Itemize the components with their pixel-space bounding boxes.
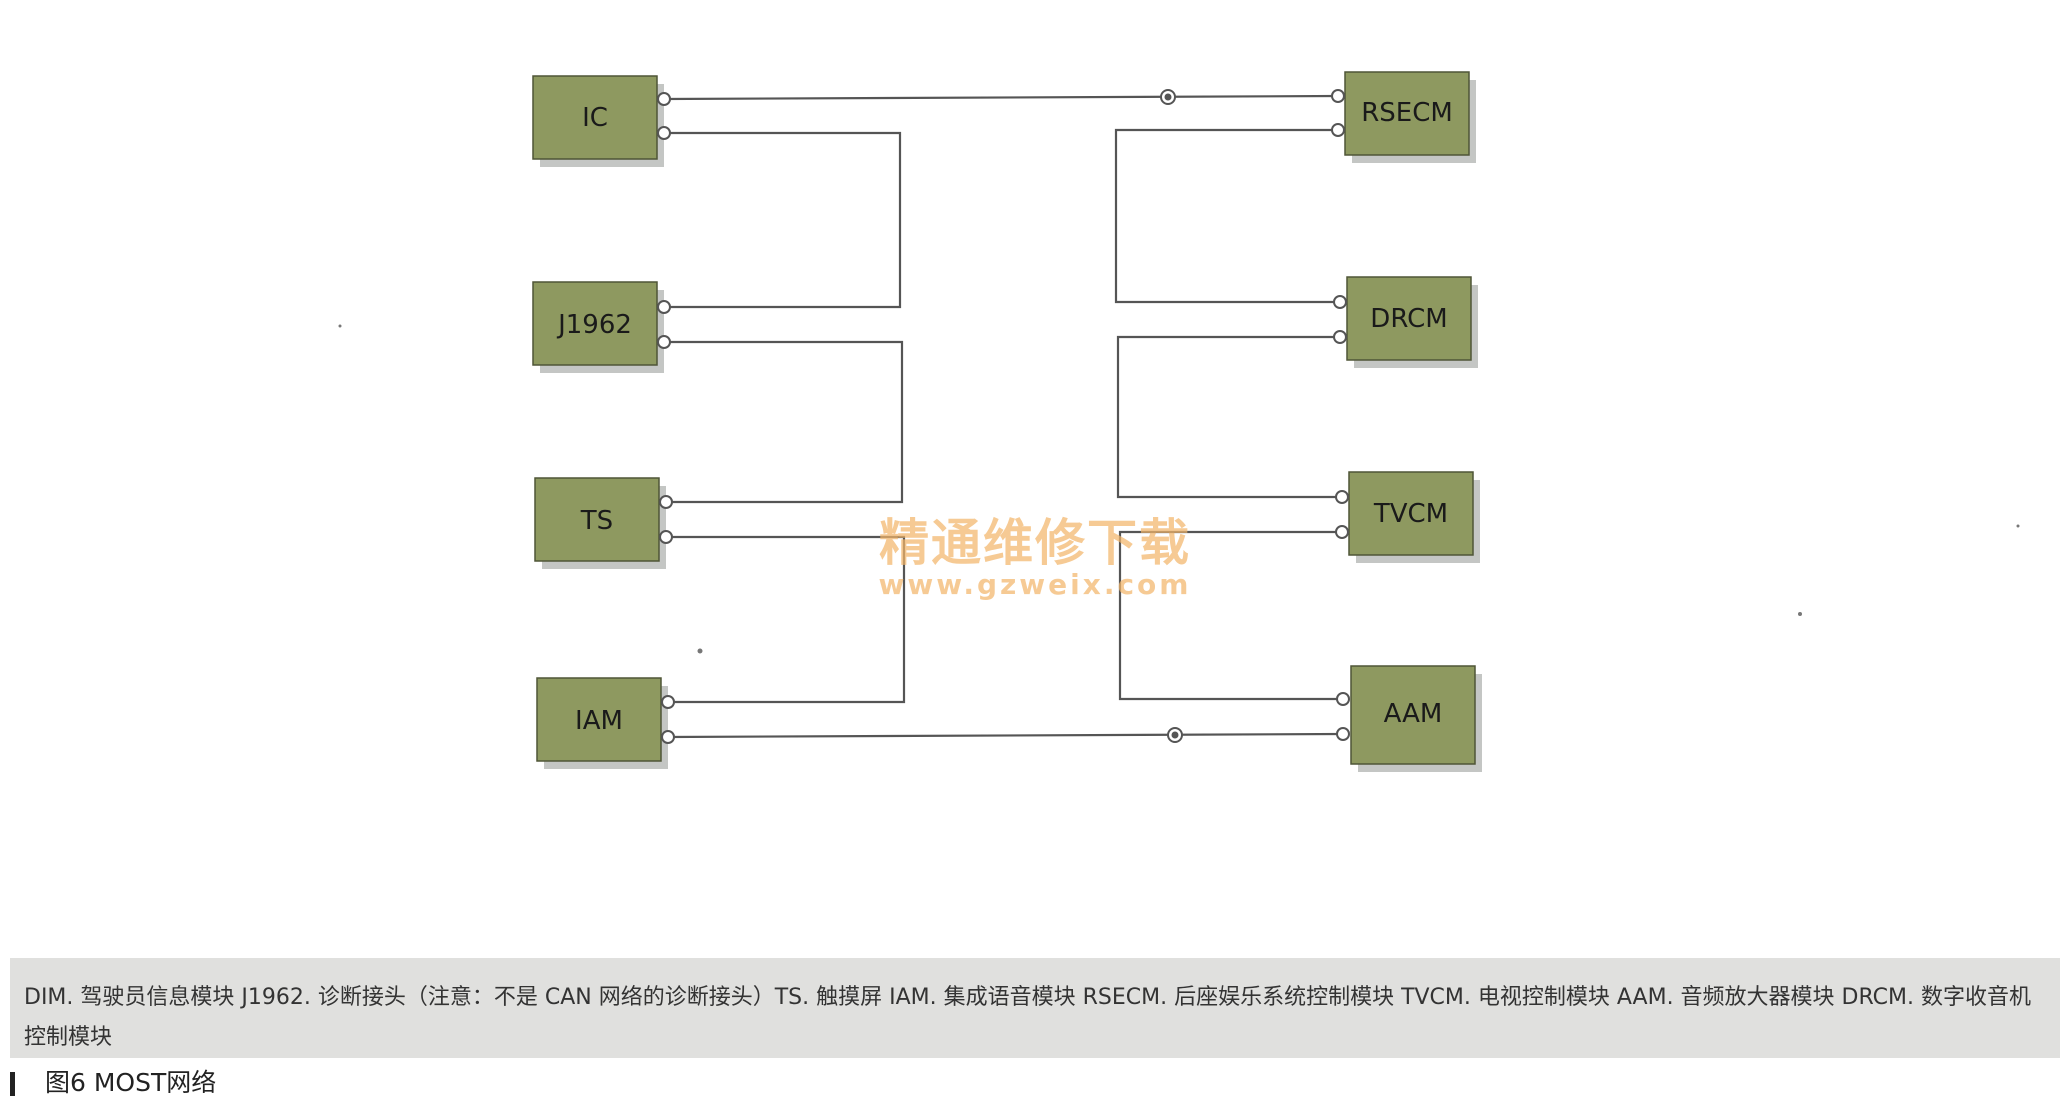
wire-ts-iam: [666, 535, 906, 704]
port: [661, 730, 675, 744]
module-label-drcm: DRCM: [1370, 304, 1447, 334]
inline-connector-top-inner: [1164, 93, 1172, 101]
module-ic: IC: [532, 75, 671, 167]
watermark-url: www.gzweix.com: [879, 568, 1192, 601]
module-label-aam: AAM: [1384, 699, 1443, 729]
port: [659, 495, 673, 509]
module-drcm: DRCM: [1333, 276, 1478, 368]
port: [657, 335, 671, 349]
wire-rsecm-drcm: [1114, 128, 1340, 304]
wire-iam-aam: [667, 732, 1344, 739]
print-specks: [338, 324, 2020, 654]
wire-drcm-tvcm: [1116, 335, 1342, 499]
wire-ic-rsecm: [663, 94, 1339, 101]
wires: [663, 94, 1344, 739]
module-label-rsecm: RSECM: [1361, 98, 1453, 128]
inline-connectors: [1160, 89, 1183, 743]
port: [1335, 525, 1349, 539]
port: [1331, 89, 1345, 103]
module-rsecm: RSECM: [1331, 71, 1476, 163]
module-iam: IAM: [536, 677, 675, 769]
module-label-tvcm: TVCM: [1373, 499, 1448, 529]
port: [1336, 727, 1350, 741]
port: [1331, 123, 1345, 137]
port: [1336, 692, 1350, 706]
port: [1335, 490, 1349, 504]
figure-title: 图6 MOST网络: [45, 1068, 217, 1097]
module-label-iam: IAM: [575, 706, 623, 736]
watermark-site-name: 精通维修下载: [879, 513, 1191, 572]
port: [659, 530, 673, 544]
caption-text: DIM. 驾驶员信息模块 J1962. 诊断接头（注意：不是 CAN 网络的诊断…: [24, 985, 2032, 1050]
module-ts: TS: [534, 477, 673, 569]
wire-j1962-ts: [664, 340, 904, 504]
module-label-ic: IC: [582, 103, 608, 133]
module-label-j1962: J1962: [556, 310, 632, 340]
port: [657, 300, 671, 314]
port: [661, 695, 675, 709]
figure-title-row: 图6 MOST网络: [10, 1066, 216, 1100]
most-network-diagram: IC J1962 TS IAM RSECM DRCM: [338, 71, 2020, 772]
port: [657, 92, 671, 106]
wire-ic-j1962: [664, 131, 902, 309]
inline-connector-bottom-inner: [1171, 731, 1179, 739]
module-tvcm: TVCM: [1335, 471, 1480, 563]
port: [1333, 295, 1347, 309]
port: [1333, 330, 1347, 344]
module-label-ts: TS: [580, 506, 613, 536]
module-aam: AAM: [1336, 665, 1482, 772]
title-marker-bar: [10, 1072, 15, 1096]
caption-box: DIM. 驾驶员信息模块 J1962. 诊断接头（注意：不是 CAN 网络的诊断…: [10, 958, 2060, 1058]
wire-tvcm-aam: [1118, 530, 1343, 701]
module-j1962: J1962: [532, 281, 671, 373]
port: [657, 126, 671, 140]
watermark: 精通维修下载 www.gzweix.com: [879, 513, 1192, 601]
